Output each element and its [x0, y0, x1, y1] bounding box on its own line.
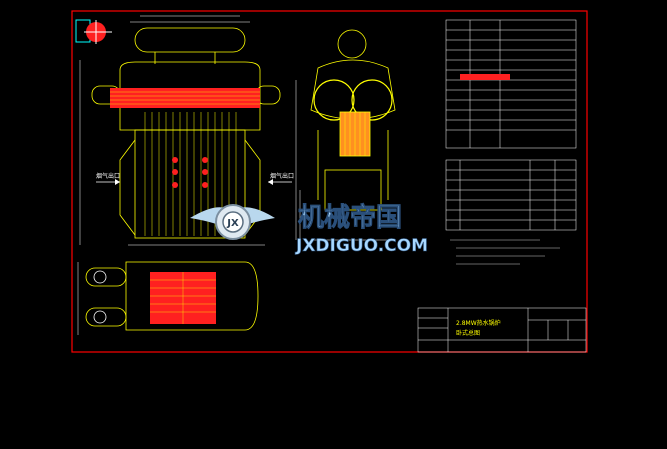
side-view — [295, 29, 396, 241]
svg-text:烟气出口: 烟气出口 — [270, 172, 294, 180]
watermark-emblem-letters: JX — [226, 218, 239, 229]
front-view — [79, 15, 281, 246]
watermark-chinese-text: 机械帝国 — [298, 202, 402, 233]
svg-text:烟气出口: 烟气出口 — [96, 172, 120, 180]
drawing-title-line2: 卧式总图 — [456, 329, 480, 337]
flue-inlet-arrow-right: 烟气出口 — [268, 172, 294, 185]
flue-inlet-arrow-left: 烟气出口 — [96, 172, 120, 185]
technical-parameter-table — [445, 19, 577, 149]
plan-view — [77, 261, 259, 335]
technical-notes — [450, 239, 560, 265]
drawing-frame — [71, 10, 588, 353]
drawing-title-line1: 2.8MW热水锅炉 — [456, 319, 501, 327]
corner-logo-icon — [75, 19, 112, 44]
title-block — [417, 307, 587, 353]
parts-list-table — [445, 159, 577, 231]
watermark-english-text: JXDIGUO.COM — [295, 236, 428, 256]
watermark-emblem-icon: JX — [190, 204, 275, 240]
